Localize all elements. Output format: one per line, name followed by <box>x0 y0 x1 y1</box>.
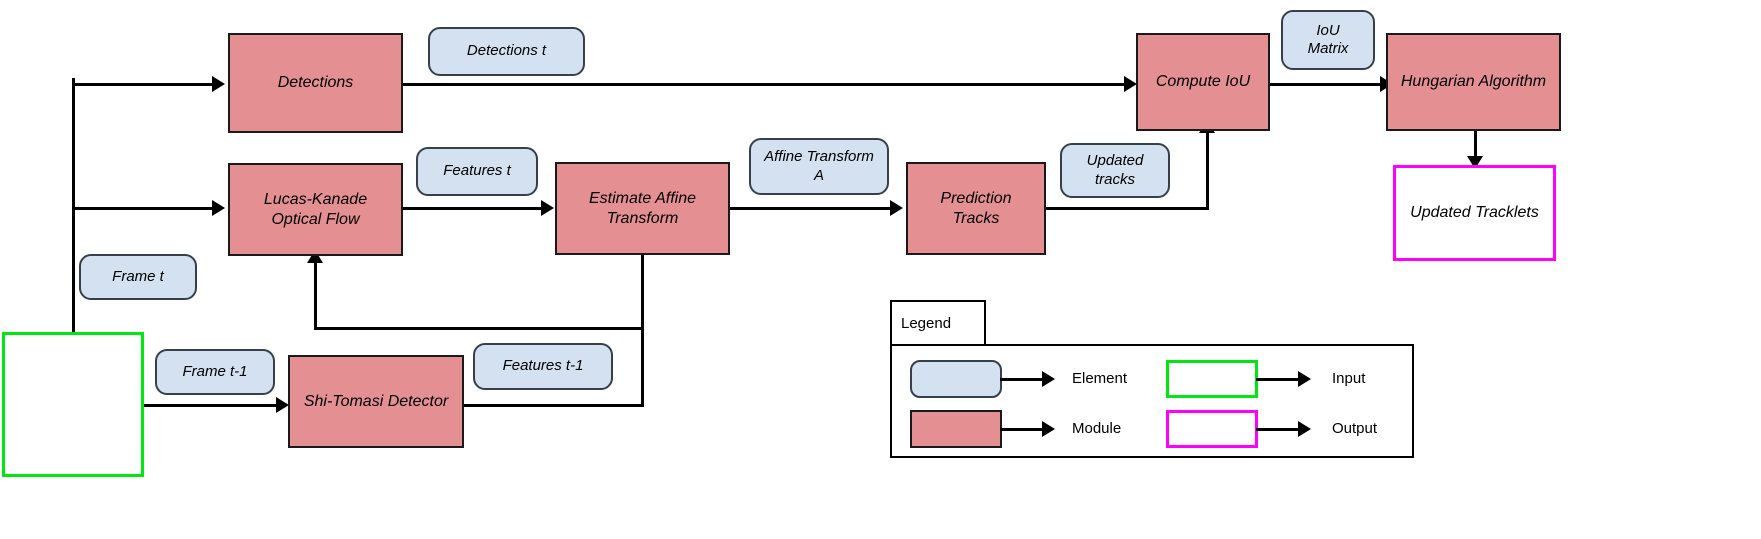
legend-title: Legend <box>890 300 986 346</box>
element-updated-tracks-label-line2: tracks <box>1094 170 1135 188</box>
connector-input-bus-vertical <box>72 78 75 334</box>
legend-body: Element Module Input Output <box>890 344 1414 458</box>
module-compute-iou[interactable]: Compute IoU <box>1136 33 1270 131</box>
legend-arrowhead-output <box>1298 421 1311 437</box>
connector-detections-to-compute-iou <box>403 83 1126 86</box>
element-frame-t-minus-1-label: Frame t-1 <box>182 362 248 380</box>
module-shi-tomasi-label: Shi-Tomasi Detector <box>303 392 449 410</box>
module-lucas-kanade-optical-flow[interactable]: Lucas-Kanade Optical Flow <box>228 163 403 256</box>
module-hungarian-label: Hungarian Algorithm <box>1400 73 1547 91</box>
connector-input-to-lucas-kanade <box>72 207 214 210</box>
legend-connector-element <box>1000 378 1044 381</box>
input-camera-frame[interactable] <box>2 332 144 477</box>
module-detections[interactable]: Detections <box>228 33 403 133</box>
module-estimate-affine-label-line1: Estimate Affine <box>588 189 696 207</box>
module-estimate-affine-transform[interactable]: Estimate Affine Transform <box>555 162 730 255</box>
element-affine-transform-a[interactable]: Affine Transform A <box>749 138 889 195</box>
module-prediction-tracks-label-line1: Prediction <box>940 189 1012 207</box>
connector-features-return-rail <box>314 327 644 330</box>
legend-swatch-input <box>1166 360 1258 398</box>
module-shi-tomasi-detector[interactable]: Shi-Tomasi Detector <box>288 355 464 448</box>
module-prediction-tracks[interactable]: Prediction Tracks <box>906 162 1046 255</box>
legend-arrowhead-input <box>1298 371 1311 387</box>
element-updated-tracks-label-line1: Updated <box>1086 152 1144 170</box>
module-compute-iou-label: Compute IoU <box>1155 73 1251 91</box>
module-estimate-affine-label-line2: Transform <box>606 209 679 227</box>
legend-title-label: Legend <box>901 314 952 332</box>
legend-label-module: Module <box>1072 420 1122 437</box>
connector-prediction-tracks-out <box>1046 207 1208 210</box>
connector-input-to-shi-tomasi <box>144 404 278 407</box>
output-updated-tracklets[interactable]: Updated Tracklets <box>1393 165 1556 261</box>
element-frame-t[interactable]: Frame t <box>79 254 197 300</box>
arrowhead-compute-iou-top-in <box>1124 76 1137 92</box>
module-lucas-kanade-label-line1: Lucas-Kanade <box>263 190 368 208</box>
element-frame-t-minus-1[interactable]: Frame t-1 <box>155 349 275 395</box>
element-frame-t-label: Frame t <box>112 267 164 285</box>
arrowhead-estimate-affine-in <box>541 200 554 216</box>
module-detections-label: Detections <box>277 74 354 92</box>
connector-input-to-detections <box>72 83 214 86</box>
arrowhead-lucas-kanade-in <box>212 200 225 216</box>
legend-label-input: Input <box>1332 370 1366 387</box>
element-detections-t-label: Detections t <box>466 42 547 60</box>
element-features-t[interactable]: Features t <box>416 147 538 196</box>
connector-prediction-tracks-riser <box>1206 130 1209 210</box>
element-features-t-label: Features t <box>443 162 511 180</box>
element-affine-transform-label-line1: Affine Transform <box>764 148 874 166</box>
legend-swatch-module <box>910 410 1002 448</box>
element-iou-matrix-label-line1: IoU <box>1316 21 1340 39</box>
legend-label-output: Output <box>1332 420 1378 437</box>
arrowhead-shi-tomasi-in <box>276 397 289 413</box>
legend-swatch-element <box>910 360 1002 398</box>
module-prediction-tracks-label-line2: Tracks <box>952 209 1000 227</box>
arrowhead-detections-in <box>212 76 225 92</box>
legend-connector-input <box>1256 378 1300 381</box>
legend-connector-module <box>1000 428 1044 431</box>
legend-label-element: Element <box>1072 370 1128 387</box>
element-features-t-minus-1-label: Features t-1 <box>502 357 584 375</box>
element-features-t-minus-1[interactable]: Features t-1 <box>473 343 613 390</box>
module-lucas-kanade-label-line2: Optical Flow <box>271 210 360 228</box>
legend: Legend Element Module Input Output <box>890 300 1414 458</box>
element-iou-matrix-label-line2: Matrix <box>1307 40 1349 57</box>
connector-shi-tomasi-out <box>464 404 644 407</box>
connector-features-riser-left <box>314 262 317 330</box>
connector-compute-iou-to-hungarian <box>1270 83 1382 86</box>
legend-arrowhead-module <box>1042 421 1055 437</box>
legend-connector-output <box>1256 428 1300 431</box>
module-hungarian-algorithm[interactable]: Hungarian Algorithm <box>1386 33 1561 131</box>
connector-features-riser-right <box>641 254 644 407</box>
element-detections-t[interactable]: Detections t <box>428 27 585 76</box>
element-affine-transform-label-line2: A <box>813 166 824 184</box>
element-updated-tracks[interactable]: Updated tracks <box>1060 143 1170 198</box>
legend-swatch-output <box>1166 410 1258 448</box>
legend-arrowhead-element <box>1042 371 1055 387</box>
connector-lucas-kanade-to-estimate-affine <box>403 207 543 210</box>
element-iou-matrix[interactable]: IoU Matrix <box>1281 10 1375 70</box>
output-updated-tracklets-label: Updated Tracklets <box>1410 204 1539 222</box>
arrowhead-prediction-tracks-in <box>890 200 903 216</box>
connector-hungarian-to-updated-tracklets <box>1474 130 1477 162</box>
connector-estimate-affine-to-prediction-tracks <box>730 207 892 210</box>
